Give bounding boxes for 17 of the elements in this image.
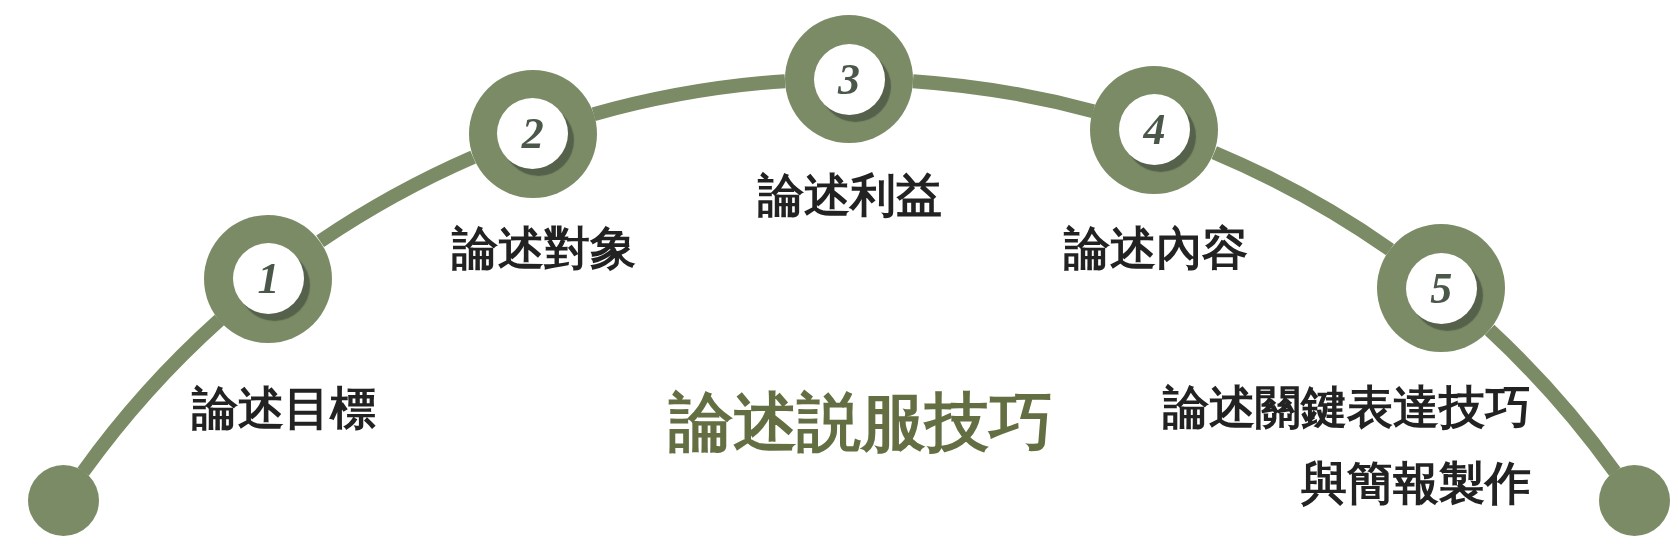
- step-label: 論述利益: [758, 167, 942, 223]
- connector-line: [912, 74, 1095, 118]
- connector-line: [591, 74, 786, 121]
- connector-line: [1484, 324, 1621, 476]
- connector-line: [1211, 146, 1394, 256]
- step-label: 論述對象: [452, 220, 636, 276]
- step-number: 2: [497, 98, 569, 170]
- connector-line: [77, 314, 225, 476]
- step-number: 1: [232, 243, 304, 315]
- step-number: 4: [1118, 94, 1190, 166]
- connector-line: [316, 150, 477, 248]
- step-label: 論述關鍵表達技巧與簡報製作: [1161, 379, 1531, 512]
- step-number: 3: [813, 43, 885, 115]
- step-label: 論述目標: [192, 380, 376, 436]
- diagram-title: 論述説服技巧: [669, 384, 1053, 460]
- step-number: 5: [1405, 252, 1477, 324]
- step-label: 論述內容: [1064, 220, 1248, 276]
